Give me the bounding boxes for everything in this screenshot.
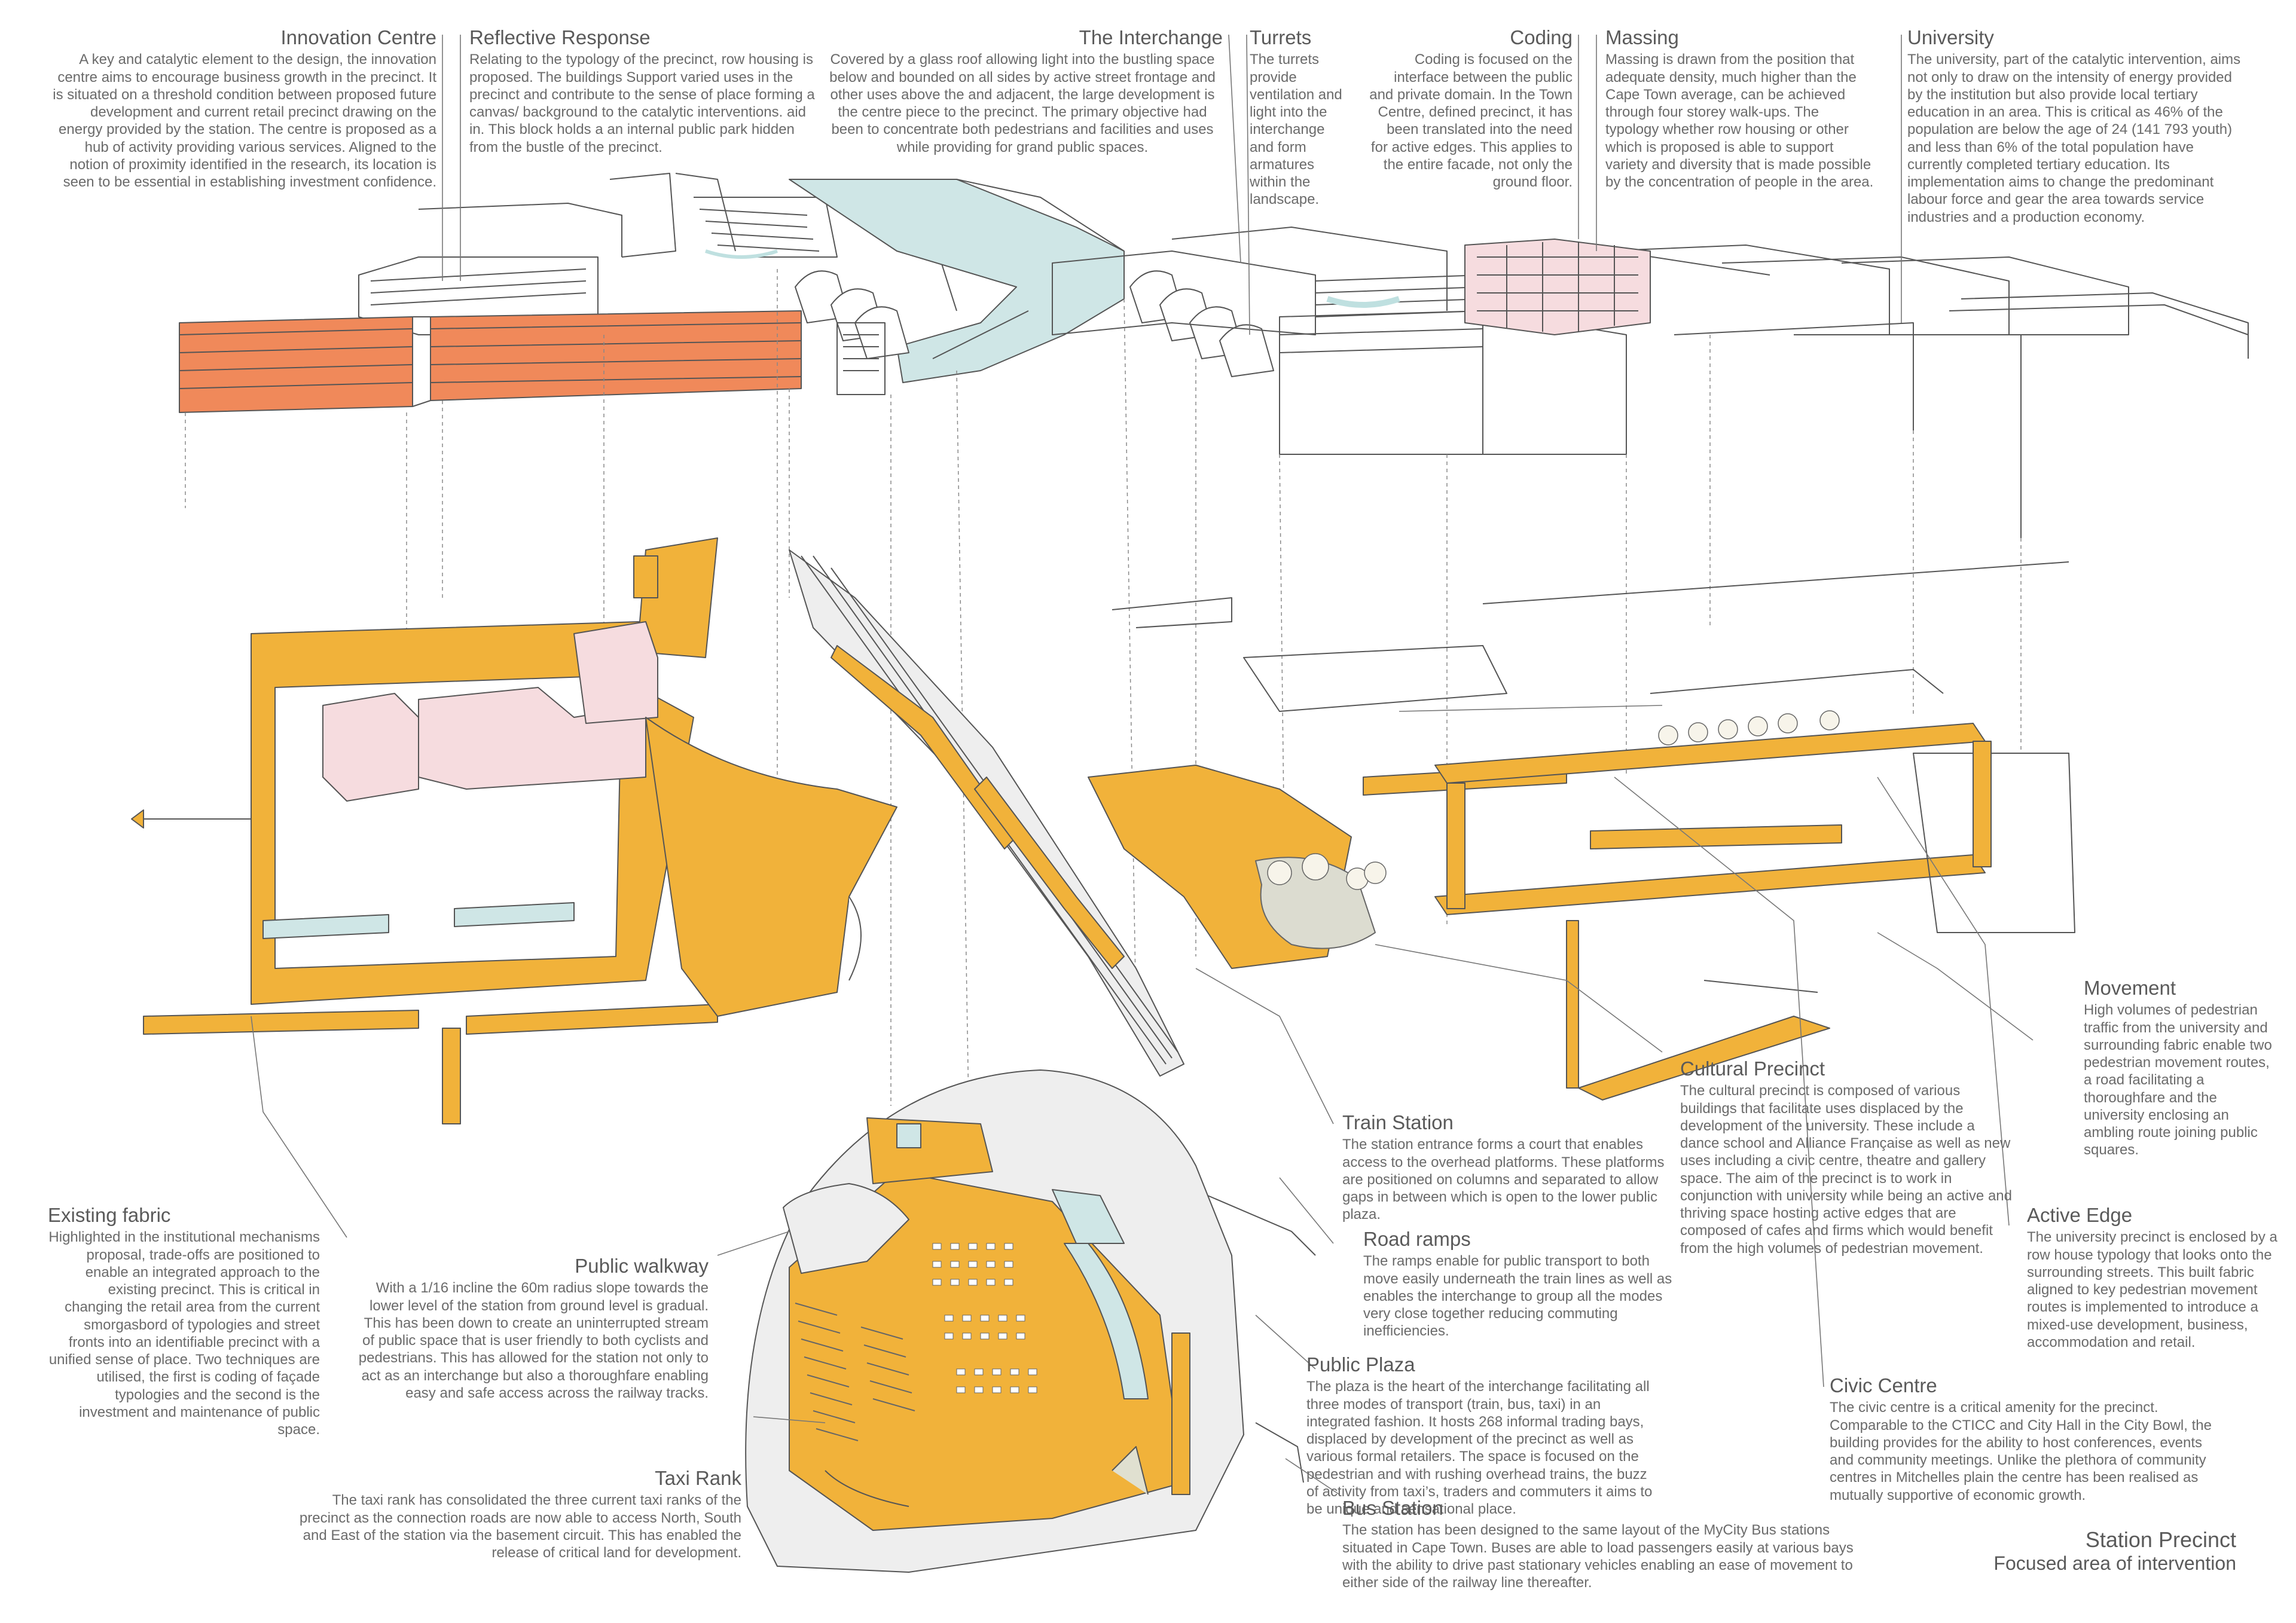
road-ramps-body: The ramps enable for public transport to… bbox=[1363, 1253, 1672, 1340]
turrets-body: The turrets provide ventilation and ligh… bbox=[1250, 51, 1342, 208]
active-edge-title: Active Edge bbox=[2027, 1204, 2133, 1226]
annotation-interchange: The Interchange Covered by a glass roof … bbox=[822, 26, 1223, 156]
ground-plane bbox=[131, 537, 2075, 1124]
public-walkway-body: With a 1/16 incline the 60m radius slope… bbox=[358, 1280, 709, 1401]
train-station-title: Train Station bbox=[1342, 1111, 1454, 1133]
annotation-taxi-rank: Taxi Rank The taxi rank has consolidated… bbox=[293, 1467, 741, 1561]
movement-title: Movement bbox=[2084, 977, 2176, 999]
train-station-body: The station entrance forms a court that … bbox=[1342, 1136, 1665, 1223]
annotation-public-plaza: Public Plaza The plaza is the heart of t… bbox=[1306, 1353, 1653, 1518]
annotation-civic-centre: Civic Centre The civic centre is a criti… bbox=[1830, 1374, 2224, 1504]
public-plaza-body: The plaza is the heart of the interchang… bbox=[1306, 1379, 1653, 1518]
existing-fabric-body: Highlighted in the institutional mechani… bbox=[48, 1229, 320, 1438]
road-ramps-title: Road ramps bbox=[1363, 1228, 1471, 1250]
university-body: The university, part of the catalytic in… bbox=[1907, 51, 2241, 225]
coding-title: Coding bbox=[1510, 26, 1573, 48]
annotation-reflective-response: Reflective Response Relating to the typo… bbox=[469, 26, 822, 156]
innovation-centre-title: Innovation Centre bbox=[280, 26, 436, 48]
sheet-title-block: Station Precinct Focused area of interve… bbox=[1993, 1527, 2236, 1575]
public-walkway-title: Public walkway bbox=[575, 1255, 709, 1277]
taxi-rank-title: Taxi Rank bbox=[655, 1467, 741, 1489]
annotation-cultural-precinct: Cultural Precinct The cultural precinct … bbox=[1680, 1057, 2015, 1257]
movement-body: High volumes of pedestrian traffic from … bbox=[2084, 1002, 2272, 1159]
cultural-precinct-body: The cultural precinct is composed of var… bbox=[1680, 1083, 2012, 1257]
annotation-train-station: Train Station The station entrance forms… bbox=[1342, 1111, 1665, 1224]
massing-body: Massing is drawn from the position that … bbox=[1605, 51, 1874, 191]
annotation-movement: Movement High volumes of pedestrian traf… bbox=[2084, 977, 2281, 1159]
upper-built-form bbox=[179, 173, 2249, 538]
civic-centre-body: The civic centre is a critical amenity f… bbox=[1830, 1399, 2212, 1503]
interchange-plan bbox=[745, 1069, 1316, 1573]
reflective-response-body: Relating to the typology of the precinct… bbox=[469, 51, 815, 155]
cultural-precinct-title: Cultural Precinct bbox=[1680, 1057, 1825, 1080]
innovation-centre-body: A key and catalytic element to the desig… bbox=[53, 51, 436, 191]
annotation-turrets: Turrets The turrets provide ventilation … bbox=[1250, 26, 1345, 209]
annotation-bus-station: Bus Station The station has been designe… bbox=[1342, 1497, 1880, 1591]
annotation-university: University The university, part of the c… bbox=[1907, 26, 2242, 226]
civic-centre-title: Civic Centre bbox=[1830, 1374, 1937, 1396]
bus-station-title: Bus Station bbox=[1342, 1497, 1443, 1519]
public-plaza-title: Public Plaza bbox=[1306, 1353, 1415, 1376]
existing-fabric-title: Existing fabric bbox=[48, 1204, 171, 1226]
reflective-response-title: Reflective Response bbox=[469, 26, 651, 48]
interchange-title: The Interchange bbox=[1079, 26, 1223, 48]
taxi-rank-body: The taxi rank has consolidated the three… bbox=[299, 1492, 741, 1561]
sheet-subtitle: Focused area of intervention bbox=[1993, 1552, 2236, 1574]
sheet-title: Station Precinct bbox=[2085, 1527, 2236, 1552]
university-title: University bbox=[1907, 26, 1994, 48]
annotation-existing-fabric: Existing fabric Highlighted in the insti… bbox=[48, 1204, 320, 1438]
annotation-road-ramps: Road ramps The ramps enable for public t… bbox=[1363, 1228, 1680, 1340]
projection-lines bbox=[185, 269, 2022, 1107]
massing-title: Massing bbox=[1605, 26, 1679, 48]
annotation-innovation-centre: Innovation Centre A key and catalytic el… bbox=[51, 26, 436, 191]
annotation-coding: Coding Coding is focused on the interfac… bbox=[1366, 26, 1573, 191]
leader-lines bbox=[251, 34, 2034, 1495]
turrets-title: Turrets bbox=[1250, 26, 1312, 48]
active-edge-body: The university precinct is enclosed by a… bbox=[2027, 1229, 2277, 1350]
bus-station-body: The station has been designed to the sam… bbox=[1342, 1522, 1854, 1591]
coding-body: Coding is focused on the interface betwe… bbox=[1369, 51, 1573, 191]
annotation-active-edge: Active Edge The university precinct is e… bbox=[2027, 1204, 2278, 1351]
annotation-massing: Massing Massing is drawn from the positi… bbox=[1605, 26, 1874, 191]
annotation-public-walkway: Public walkway With a 1/16 incline the 6… bbox=[356, 1255, 709, 1402]
interchange-body: Covered by a glass roof allowing light i… bbox=[829, 51, 1216, 155]
